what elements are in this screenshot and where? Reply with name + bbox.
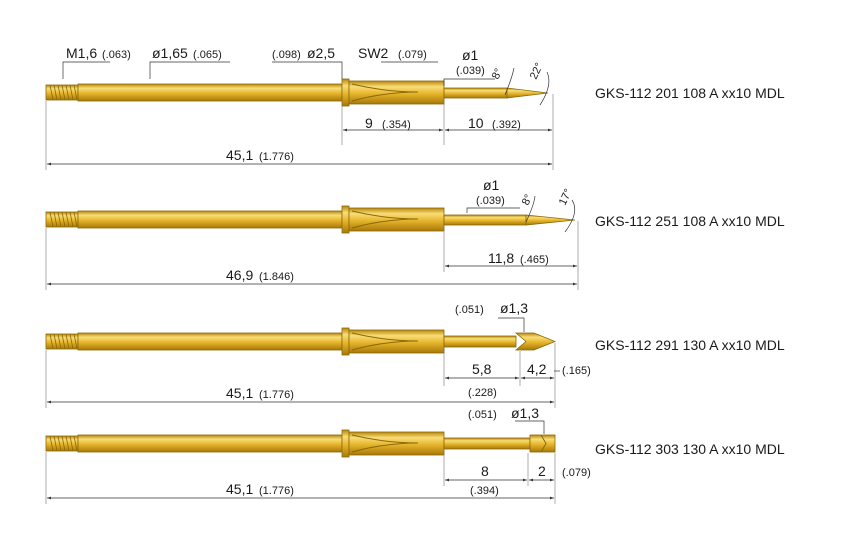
collar [341, 429, 350, 458]
label-sw-in: (.079) [398, 49, 427, 61]
tip [506, 87, 549, 99]
label-len-2-in: (.079) [562, 467, 591, 479]
label-len-9-in: (.354) [382, 119, 411, 131]
label-len-8-in: (.394) [470, 485, 499, 497]
part-number-4: GKS-112 303 130 A xx10 MDL [595, 441, 785, 457]
label-collar-dia-in: (.098) [272, 49, 301, 61]
label-len-2: 2 [538, 463, 546, 479]
label-total-4: 45,1 [226, 481, 253, 497]
probe-3: (.051) ø1,3 5,8 (.228) 4,2 (.165) 45,1 (… [45, 300, 785, 408]
label-len-10-in: (.392) [492, 119, 521, 131]
probe-4-body [45, 429, 556, 458]
label-collar-dia: ø2,5 [307, 45, 335, 61]
extension-lines [45, 343, 556, 408]
collar [341, 78, 350, 107]
probe-1-body [45, 78, 549, 107]
label-len-11-8: 11,8 [488, 250, 514, 266]
tip [525, 214, 576, 226]
label-angle-1: 8° [520, 193, 535, 208]
tip-serration [540, 434, 547, 453]
label-tip-dia-in: (.039) [476, 195, 505, 207]
plunger [443, 214, 527, 226]
label-total-2-in: (1.846) [259, 271, 294, 283]
leader-lines [62, 61, 495, 86]
label-angle-1: 8° [490, 67, 505, 82]
label-tip-dia: ø1 [462, 47, 479, 63]
thread-lines [49, 84, 78, 101]
label-len-8: 8 [481, 463, 489, 479]
label-total-4-in: (1.776) [259, 485, 294, 497]
sleeve-crimp [351, 83, 419, 102]
label-len-4-2-in: (.165) [562, 365, 591, 377]
label-total-3-in: (1.776) [259, 389, 294, 401]
thread-lines [49, 333, 78, 350]
label-tip-dia: ø1 [483, 177, 500, 193]
label-tip-dia-in: (.051) [468, 409, 497, 421]
sleeve-crimp [351, 434, 419, 453]
part-number-3: GKS-112 291 130 A xx10 MDL [595, 337, 785, 353]
probe-3-body [45, 327, 557, 356]
probe-4: (.051) ø1,3 8 (.394) 2 (.079) 45,1 (1.77… [45, 405, 785, 504]
label-total-1-in: (1.776) [259, 151, 294, 163]
barrel [77, 210, 343, 229]
flat-tip [529, 434, 556, 453]
probe-2: ø1 (.039) 8° 17° 11,8 (.465) 46,9 (1.846… [45, 177, 785, 290]
sleeve-crimp [351, 332, 419, 351]
label-len-5-8: 5,8 [472, 361, 492, 377]
sleeve-crimp [351, 210, 419, 229]
probe-2-body [45, 205, 576, 234]
collar [341, 205, 350, 234]
label-total-1: 45,1 [226, 147, 253, 163]
plunger [443, 335, 517, 348]
extension-lines [45, 221, 579, 290]
label-tip-dia-in: (.051) [455, 304, 484, 316]
leader-lines [466, 207, 520, 213]
label-len-10: 10 [468, 115, 484, 131]
thread-lines [49, 435, 78, 452]
label-angle-2: 17° [557, 187, 575, 207]
barrel [77, 83, 343, 102]
plunger [443, 87, 508, 99]
barrel [77, 434, 343, 453]
label-len-5-8-in: (.228) [468, 387, 497, 399]
extension-lines [45, 450, 556, 504]
leader-lines [498, 317, 525, 332]
label-tip-dia-in: (.039) [456, 65, 485, 77]
collar [341, 327, 350, 356]
plunger [443, 437, 531, 450]
label-barrel-dia-in: (.065) [193, 49, 222, 61]
label-tip-dia: ø1,3 [500, 300, 528, 316]
angle-arcs [504, 67, 550, 106]
thread-lines [49, 211, 78, 228]
probe-1: M1,6 (.063) ø1,65 (.065) (.098) ø2,5 SW2… [45, 45, 785, 170]
angle-arcs [525, 195, 576, 233]
label-sw: SW2 [358, 45, 389, 61]
barrel [77, 332, 343, 351]
label-thread-in: (.063) [102, 49, 131, 61]
label-len-11-8-in: (.465) [520, 254, 549, 266]
part-number-2: GKS-112 251 108 A xx10 MDL [595, 213, 785, 229]
label-len-4-2: 4,2 [527, 361, 547, 377]
label-thread: M1,6 [66, 45, 97, 61]
part-number-1: GKS-112 201 108 A xx10 MDL [595, 85, 785, 101]
label-len-9: 9 [365, 115, 373, 131]
label-total-3: 45,1 [226, 385, 253, 401]
extension-lines [45, 94, 554, 170]
label-total-2: 46,9 [226, 267, 253, 283]
crown-tip [514, 332, 557, 351]
label-barrel-dia: ø1,65 [152, 45, 188, 61]
label-angle-2: 22° [528, 61, 546, 81]
label-tip-dia: ø1,3 [511, 405, 539, 421]
leader-lines [515, 420, 545, 434]
